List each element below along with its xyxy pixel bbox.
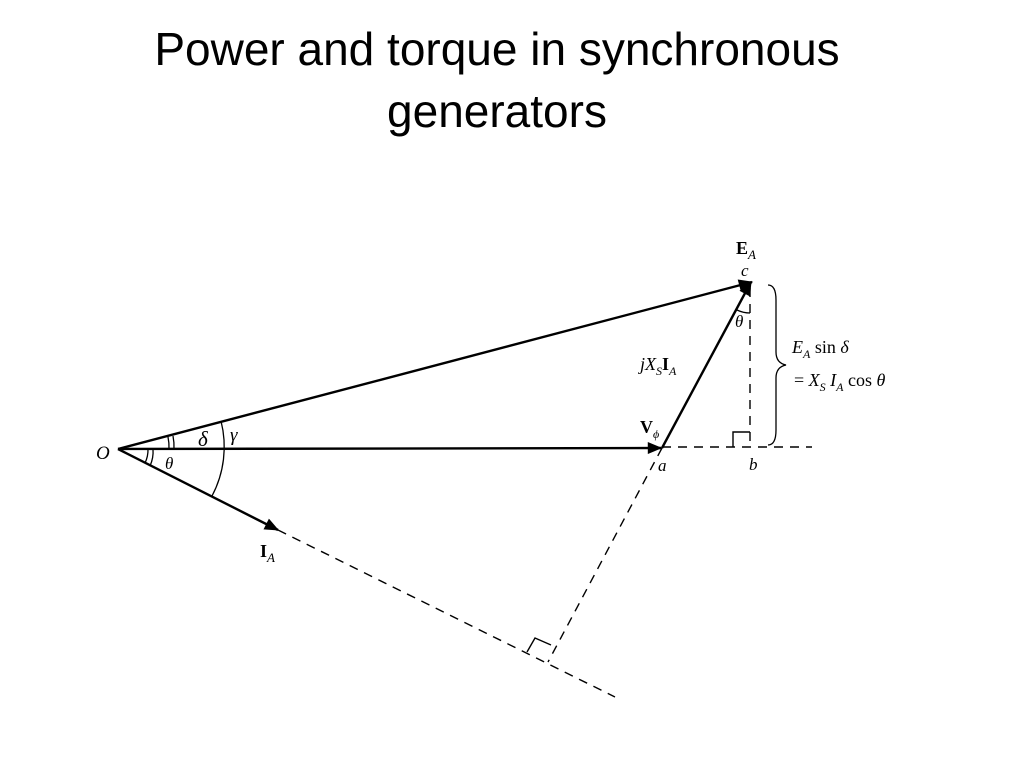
eq1-a: A xyxy=(802,347,811,361)
label-jxsia-x: X xyxy=(644,354,657,374)
label-gamma: γ xyxy=(230,425,238,446)
label-vphi-main: V xyxy=(640,417,653,437)
title-line-2: generators xyxy=(387,85,607,137)
label-jxsia: jXSIA xyxy=(638,354,677,378)
eq1-e: E xyxy=(791,337,803,357)
curly-brace xyxy=(767,284,787,446)
eq2-cos: cos xyxy=(844,370,877,390)
dashed-lines xyxy=(277,288,812,698)
label-jxsia-s: S xyxy=(656,364,662,378)
perpendicular-line xyxy=(547,447,663,663)
label-jxsia-i: I xyxy=(662,354,669,374)
delta-arc-outer xyxy=(172,435,175,450)
label-delta: δ xyxy=(198,427,209,451)
right-angle-bottom xyxy=(526,637,552,653)
eq2-a: A xyxy=(835,380,844,394)
label-point-b: b xyxy=(749,455,758,474)
gamma-arc xyxy=(211,420,225,497)
label-ea: EA xyxy=(736,238,756,262)
right-angle-b xyxy=(732,431,750,447)
right-angle-markers xyxy=(526,431,750,653)
ea-phasor xyxy=(117,279,754,451)
ia-phasor xyxy=(117,447,280,532)
equation-line-1: EA sin δ xyxy=(791,337,849,361)
jxsia-phasor xyxy=(660,280,753,449)
eq1-sin: sin xyxy=(810,337,840,357)
label-point-c: c xyxy=(741,261,749,280)
label-theta-top: θ xyxy=(735,312,743,331)
label-jxsia-j: j xyxy=(638,354,645,374)
eq2-s: S xyxy=(820,380,826,394)
delta-arc-inner xyxy=(167,436,170,450)
theta-arc-outer xyxy=(149,448,154,467)
vphi-phasor xyxy=(117,442,663,455)
label-ea-sub: A xyxy=(747,247,756,262)
eq2-i: I xyxy=(826,370,838,390)
label-vphi-sub: ϕ xyxy=(653,427,659,441)
label-theta-origin: θ xyxy=(165,454,173,473)
eq2-theta: θ xyxy=(877,370,886,390)
label-origin: O xyxy=(96,443,110,464)
label-ia: IA xyxy=(260,541,275,565)
eq2-eq: = xyxy=(794,370,809,390)
label-jxsia-a: A xyxy=(668,364,677,378)
eq2-x: X xyxy=(808,370,821,390)
label-ea-main: E xyxy=(736,238,748,258)
equation-line-2: = XS IA cos θ xyxy=(794,370,886,394)
label-ia-main: I xyxy=(260,541,267,561)
slide-title: Power and torque in synchronous generato… xyxy=(92,18,902,142)
angle-arcs xyxy=(144,309,751,497)
ia-extension-line xyxy=(277,529,616,698)
label-ia-sub: A xyxy=(266,550,275,565)
title-line-1: Power and torque in synchronous xyxy=(154,23,840,75)
label-point-a: a xyxy=(658,456,667,475)
label-vphi: Vϕ xyxy=(640,417,659,441)
eq1-delta: δ xyxy=(840,337,849,357)
theta-arc-inner xyxy=(144,448,149,464)
theta-top-arc xyxy=(736,309,751,314)
